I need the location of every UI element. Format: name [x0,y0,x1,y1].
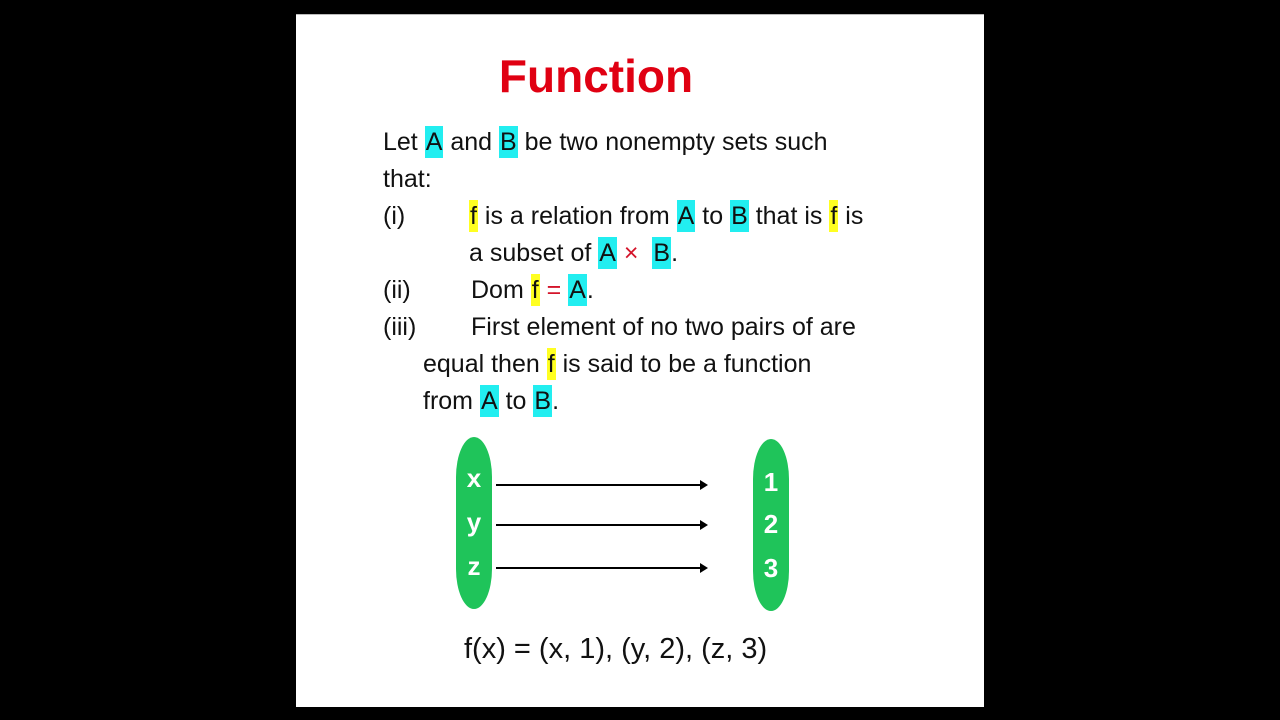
codomain-set-pill: 1 2 3 [753,439,789,611]
item-i-label: (i) [383,202,406,230]
slide-title: Function [498,50,694,102]
codomain-element: 2 [763,509,779,539]
codomain-element: 3 [763,553,779,583]
arrow-x-to-1 [496,480,708,490]
item-iii-line-1: First element of no two pairs of are [471,313,856,341]
domain-element: x [466,463,482,493]
slide: Function Let A and B be two nonempty set… [296,14,984,707]
intro-line-1: Let A and B be two nonempty sets such [383,126,828,158]
arrow-z-to-3 [496,563,708,573]
item-ii-line: Dom f = A. [471,274,594,306]
codomain-element: 1 [763,467,779,497]
item-ii-label: (ii) [383,276,411,304]
arrow-y-to-2 [496,520,708,530]
domain-element: y [466,507,482,537]
item-iii-label: (iii) [383,313,417,341]
item-i-line-2: a subset of A × B. [469,237,679,269]
domain-element: z [467,551,481,581]
item-iii-line-2: equal then f is said to be a function [423,348,812,380]
cartesian-times-symbol: × [623,239,639,267]
domain-set-pill: x y z [456,437,492,609]
item-iii-line-3: from A to B. [423,385,560,417]
set-a: A [424,126,444,158]
intro-line-2: that: [383,165,432,193]
set-b: B [499,126,518,158]
item-i-line-1: f is a relation from A to B that is f is [469,200,864,232]
function-formula: f(x) = (x, 1), (y, 2), (z, 3) [464,633,768,665]
